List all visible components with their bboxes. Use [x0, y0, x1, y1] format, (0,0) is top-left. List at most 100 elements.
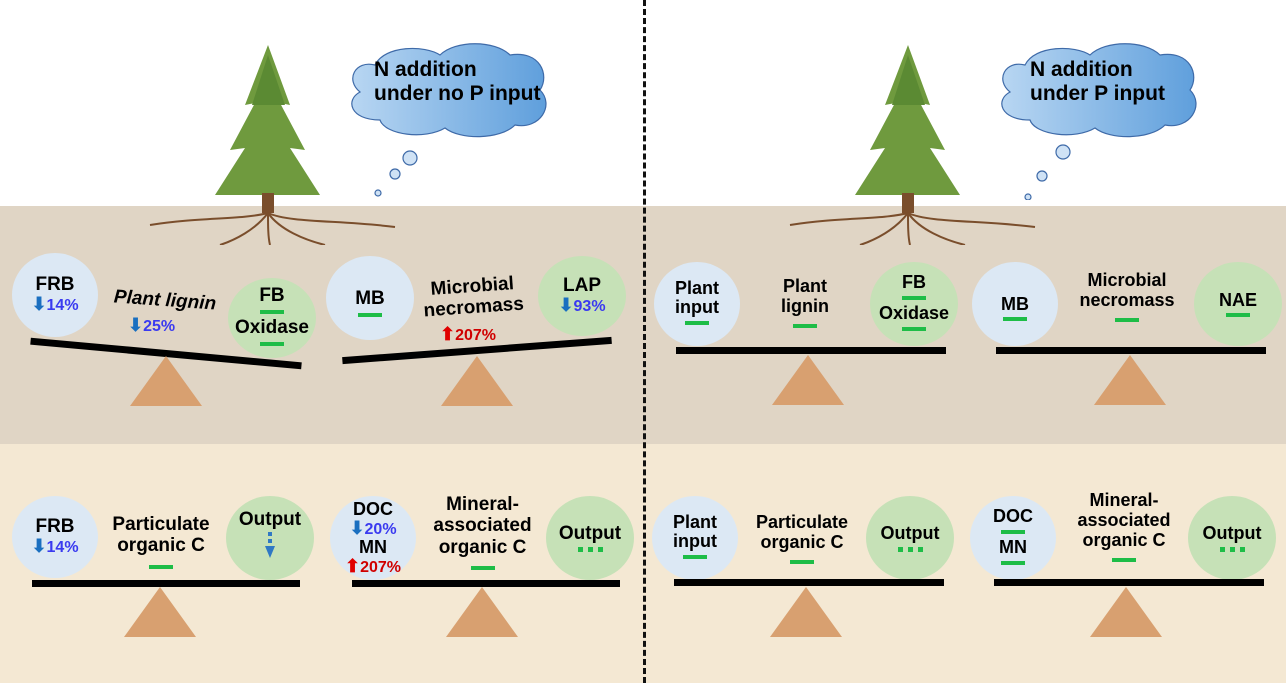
doc-label: DOC: [993, 506, 1033, 527]
dotted-no-change-icon: [1219, 546, 1245, 552]
label-line-1: Microbial: [1087, 270, 1167, 290]
particulate-c-label: Particulate organic C: [100, 514, 222, 578]
tree-trunk: [902, 193, 914, 213]
no-change-dash: [260, 341, 284, 346]
label-line-3: organic C: [1082, 530, 1166, 551]
cloud-line-2: under P input: [1030, 82, 1165, 106]
dotted-down-arrow-icon: [265, 531, 275, 558]
no-change-dash: [1115, 318, 1139, 323]
frb-label: FRB: [35, 274, 75, 296]
mineral-c-label: Mineral- associated organic C: [420, 494, 545, 579]
dotted-no-change-icon: [897, 546, 923, 552]
no-change-dash: [793, 324, 817, 329]
no-change-dash: [902, 296, 926, 300]
plant-lignin-pct: 25%: [143, 318, 176, 335]
plant-lignin-change: ⬇25%: [128, 315, 175, 336]
no-change-dash: [1112, 558, 1136, 563]
label-line-1: Plant: [782, 276, 827, 296]
label-line-2: lignin: [781, 296, 829, 317]
mn-change: 207%: [360, 558, 401, 576]
output-label: Output: [1202, 523, 1262, 544]
label-line-1: Plant: [672, 512, 717, 533]
particulate-c-label: Particulate organic C: [740, 512, 864, 572]
no-change-dash: [1001, 560, 1025, 565]
up-arrow-icon: ⬆: [440, 324, 456, 344]
nae-circle: NAE: [1194, 262, 1282, 346]
label-line-1: Particulate: [112, 514, 210, 535]
fulcrum-triangle: [441, 356, 513, 406]
balance-beam: [32, 580, 300, 587]
label-line-2: organic C: [117, 535, 205, 557]
cloud-text-right: N addition under P input: [1030, 58, 1165, 106]
necromass-pct: 207%: [455, 327, 497, 344]
label-line-1: Plant: [674, 278, 719, 299]
fulcrum-triangle: [1090, 587, 1162, 637]
label-line-3: organic C: [438, 536, 527, 558]
tree-foliage: [855, 45, 960, 195]
frb-circle: FRB ⬇14%: [12, 253, 98, 337]
no-change-dash: [683, 554, 707, 559]
down-arrow-icon: ⬇: [128, 315, 144, 335]
no-change-dash: [1003, 317, 1027, 322]
output-label: Output: [558, 522, 622, 544]
cloud-text-left: N addition under no P input: [374, 58, 540, 106]
label-line-2: input: [673, 531, 717, 551]
fulcrum-triangle: [1094, 355, 1166, 405]
label-line-2: associated: [433, 515, 532, 537]
mineral-c-label: Mineral- associated organic C: [1062, 490, 1186, 571]
doc-label: DOC: [353, 499, 393, 520]
mb-circle: MB: [326, 256, 414, 340]
label-line-1: Particulate: [755, 512, 849, 532]
label-line-2: input: [675, 297, 719, 317]
fb-oxidase-circle: FB Oxidase: [870, 262, 958, 346]
no-change-dash: [149, 564, 173, 569]
cloud-line-1: N addition: [374, 58, 477, 81]
thought-cloud-left: [351, 43, 547, 197]
label-line-2: organic C: [760, 532, 844, 553]
output-circle: Output: [866, 496, 954, 580]
fulcrum-triangle: [124, 587, 196, 637]
tree-roots: [149, 212, 396, 245]
tree-icon-right: [789, 45, 1036, 245]
fb-label: FB: [259, 285, 285, 307]
output-label: Output: [238, 509, 302, 531]
necromass-change: ⬆207%: [440, 324, 496, 345]
nae-label: NAE: [1218, 289, 1257, 310]
mn-label: MN: [359, 537, 387, 557]
label-line-2: associated: [1077, 510, 1171, 531]
lap-change: 93%: [573, 298, 606, 316]
down-arrow-icon: ⬇: [558, 295, 574, 316]
thought-cloud-right: [1001, 43, 1197, 200]
no-change-dash: [1226, 313, 1250, 318]
lap-label: LAP: [563, 275, 601, 297]
output-label: Output: [880, 523, 940, 544]
tree-roots: [789, 212, 1036, 245]
panel-divider: [643, 0, 646, 683]
up-arrow-icon: ⬆: [344, 555, 361, 576]
no-change-dash: [685, 320, 709, 325]
cloud-line-2: under no P input: [374, 82, 541, 106]
balance-beam: [352, 580, 620, 587]
dotted-no-change-icon: [577, 547, 603, 553]
down-arrow-icon: ⬇: [31, 536, 47, 557]
plant-input-circle: Plant input: [654, 262, 740, 346]
label-line-1: Mineral-: [446, 494, 519, 515]
tree-foliage: [215, 45, 320, 195]
doc-change: 20%: [364, 521, 397, 538]
fulcrum-triangle: [770, 587, 842, 637]
down-arrow-icon: ⬇: [31, 294, 47, 315]
microbial-necromass-label: Microbial necromass: [1060, 270, 1194, 330]
output-circle: Output: [546, 496, 634, 580]
mb-circle: MB: [972, 262, 1058, 346]
mn-label: MN: [999, 537, 1027, 557]
oxidase-label: Oxidase: [235, 317, 309, 338]
doc-mn-circle: DOC ⬇20% MN ⬆207%: [330, 496, 416, 580]
plant-input-circle: Plant input: [652, 496, 738, 580]
fulcrum-triangle: [772, 355, 844, 405]
mb-label: MB: [1001, 293, 1029, 314]
no-change-dash: [1001, 530, 1025, 534]
tree-icon-left: [149, 45, 396, 245]
no-change-dash: [902, 326, 926, 331]
fb-label: FB: [902, 272, 926, 293]
balance-beam: [996, 347, 1266, 354]
